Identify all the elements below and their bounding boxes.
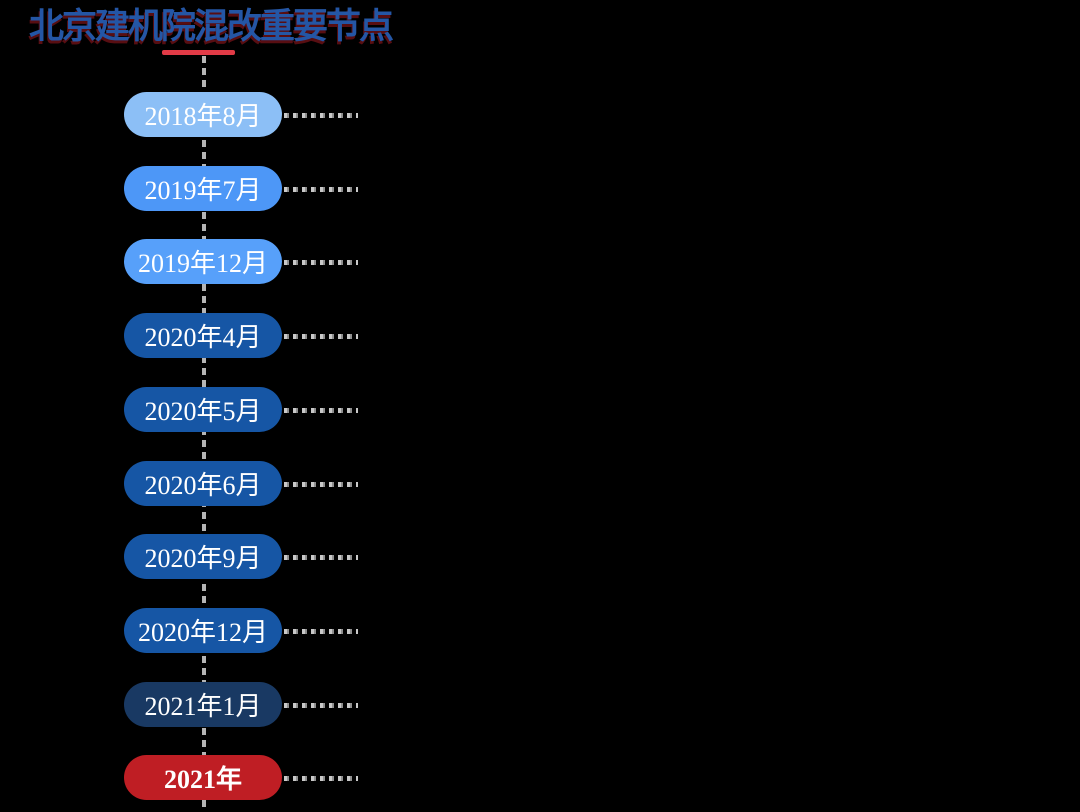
timeline-node-label: 2020年6月: [144, 471, 262, 500]
timeline-node-pill: 2021年1月: [124, 682, 282, 727]
timeline-node-connector-dashed-line: [284, 113, 358, 118]
timeline-node-pill: 2019年7月: [124, 166, 282, 211]
timeline-node-pill: 2019年12月: [124, 239, 282, 284]
timeline-node-pill: 2020年6月: [124, 461, 282, 506]
timeline-node-connector-dashed-line: [284, 482, 358, 487]
timeline-node-connector-dashed-line: [284, 555, 358, 560]
timeline-node-pill: 2020年4月: [124, 313, 282, 358]
timeline-node-pill: 2018年8月: [124, 92, 282, 137]
timeline-node-connector-dashed-line: [284, 260, 358, 265]
timeline-node-connector-dashed-line: [284, 408, 358, 413]
timeline-node-pill: 2020年12月: [124, 608, 282, 653]
title-underline-bar: [162, 50, 235, 55]
timeline-node-connector-dashed-line: [284, 776, 358, 781]
timeline-node-label: 2019年12月: [137, 249, 268, 278]
timeline-node-connector-dashed-line: [284, 187, 358, 192]
timeline-node-label: 2018年8月: [144, 102, 262, 131]
timeline-node-label: 2019年7月: [144, 176, 262, 205]
timeline-node-pill: 2020年9月: [124, 534, 282, 579]
timeline-node-label: 2020年4月: [144, 323, 262, 352]
timeline-node-connector-dashed-line: [284, 334, 358, 339]
timeline-node-connector-dashed-line: [284, 629, 358, 634]
timeline-node-pill: 2020年5月: [124, 387, 282, 432]
timeline-axis-dashed-line: [202, 56, 206, 812]
timeline-node-label: 2021年1月: [144, 692, 262, 721]
timeline-node-label: 2021年: [163, 765, 242, 794]
timeline-node-connector-dashed-line: [284, 703, 358, 708]
timeline-node-label: 2020年5月: [144, 397, 262, 426]
timeline-node-label: 2020年9月: [144, 544, 262, 573]
timeline-node-pill: 2021年: [124, 755, 282, 800]
page-title: 北京建机院混改重要节点: [29, 7, 394, 47]
timeline-node-label: 2020年12月: [137, 618, 268, 647]
